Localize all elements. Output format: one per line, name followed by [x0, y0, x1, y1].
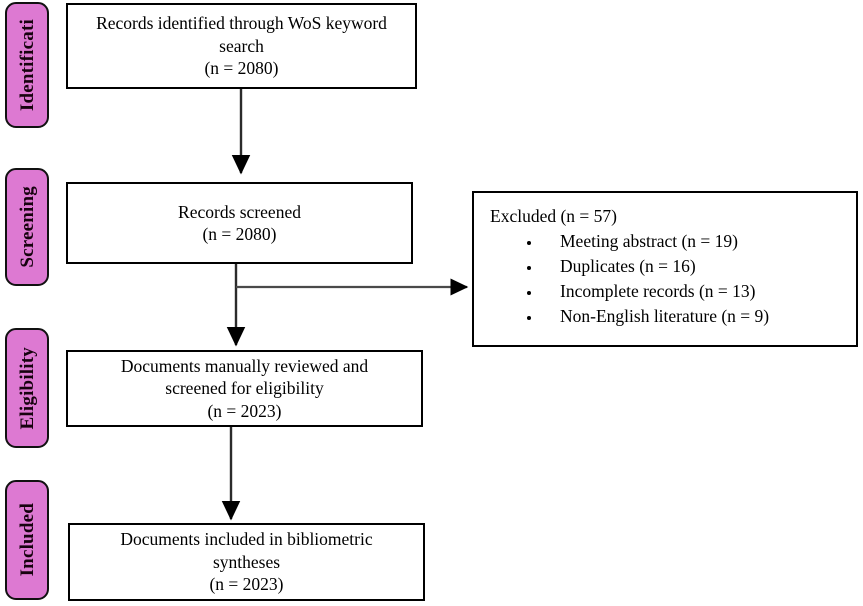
stage-label-eligibility-text: Eligibility [16, 346, 38, 430]
stage-label-identification-text: Identificati [16, 18, 38, 112]
stage-label-identification: Identificati [5, 2, 49, 128]
box-eligibility-text: Documents manually reviewed and screened… [120, 355, 369, 421]
box-included-text: Documents included in bibliometric synth… [120, 529, 373, 595]
box-included: Documents included in bibliometric synth… [68, 523, 425, 601]
box-identification: Records identified through WoS keyword s… [66, 3, 417, 89]
box-excluded: Excluded (n = 57) Meeting abstract (n = … [472, 191, 858, 347]
stage-label-included-text: Included [16, 503, 38, 577]
stage-label-eligibility: Eligibility [5, 328, 49, 448]
excluded-reason-item: Meeting abstract (n = 19) [542, 229, 842, 254]
excluded-reason-item: Non-English literature (n = 9) [542, 304, 842, 329]
excluded-reason-item: Incomplete records (n = 13) [542, 279, 842, 304]
stage-label-included: Included [5, 480, 49, 600]
box-identification-text: Records identified through WoS keyword s… [96, 13, 387, 79]
box-screening: Records screened (n = 2080) [66, 182, 413, 264]
stage-label-screening-text: Screening [16, 186, 38, 268]
stage-label-screening: Screening [5, 168, 49, 286]
excluded-reason-item: Duplicates (n = 16) [542, 254, 842, 279]
excluded-reason-list: Meeting abstract (n = 19) Duplicates (n … [490, 229, 842, 328]
box-eligibility: Documents manually reviewed and screened… [66, 350, 423, 427]
box-screening-text: Records screened (n = 2080) [178, 201, 301, 244]
excluded-title: Excluded (n = 57) [490, 206, 617, 227]
